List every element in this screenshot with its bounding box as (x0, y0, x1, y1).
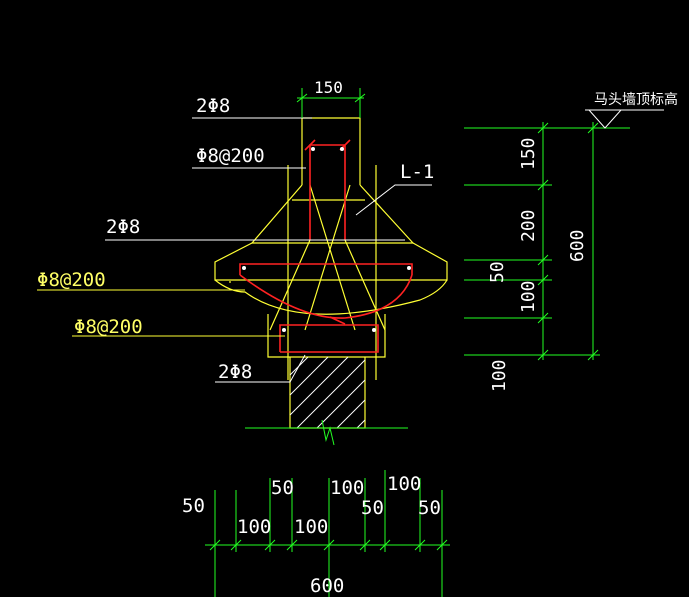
top-stem (301, 117, 361, 185)
label-top-bars: 2Φ8 (196, 95, 230, 117)
plate (214, 242, 448, 281)
bar-dot (311, 147, 315, 151)
bar-dot (340, 147, 344, 151)
bar-dot (242, 266, 246, 270)
bar-dot (282, 328, 286, 332)
dim-b-100-a: 100 (237, 516, 271, 538)
top-dimension (296, 88, 366, 118)
dim-right-50: 50 (487, 261, 508, 283)
diag-2 (304, 184, 351, 331)
label-elevation: 马头墙顶标高 (594, 91, 678, 108)
label-beam-tag: L-1 (400, 161, 434, 183)
dim-b-100-c: 100 (330, 477, 364, 499)
rebar-bowl (239, 274, 413, 319)
dim-right-200: 200 (518, 209, 539, 242)
label-stirrup-mid: Φ8@200 (37, 269, 106, 291)
label-bottom-bars: 2Φ8 (218, 361, 252, 383)
dim-right-150: 150 (518, 137, 539, 170)
rebar-plate (239, 263, 413, 275)
bar-dot (407, 266, 411, 270)
wall-hatch (289, 356, 366, 429)
rebar-hook-1 (304, 139, 316, 151)
rebar-dots (242, 147, 411, 332)
dim-right-total: 600 (567, 229, 588, 262)
dim-b-total: 600 (310, 575, 344, 597)
diag-1 (309, 184, 356, 331)
rebar-stem-stirrup (309, 144, 346, 240)
diag-3 (269, 239, 311, 331)
dim-b-50-d: 50 (418, 497, 441, 519)
bottom-dimension-chain (205, 470, 450, 597)
break-symbol (321, 419, 335, 446)
dim-b-100-d: 100 (387, 473, 421, 495)
dim-right-bottom-100: 100 (489, 359, 510, 392)
dim-b-50-a: 50 (182, 495, 205, 517)
rebar-lap (329, 316, 346, 325)
label-stirrup-low: Φ8@200 (74, 316, 143, 338)
dim-b-100-b: 100 (294, 516, 328, 538)
label-stirrup-top: Φ8@200 (196, 145, 265, 167)
label-mid-bars: 2Φ8 (106, 216, 140, 238)
text-labels: 2Φ8 Φ8@200 L-1 2Φ8 Φ8@200 Φ8@200 2Φ8 马头墙… (37, 78, 678, 597)
bar-dot (372, 328, 376, 332)
dim-top-width: 150 (314, 78, 343, 97)
leaders (37, 117, 432, 383)
dim-b-50-c: 50 (361, 497, 384, 519)
rebar (239, 139, 413, 353)
dim-b-50-b: 50 (271, 477, 294, 499)
dim-right-100: 100 (518, 280, 539, 313)
diag-4 (344, 239, 386, 331)
right-dimension-chain (464, 109, 664, 361)
rebar-lower-stirrup (279, 324, 379, 353)
